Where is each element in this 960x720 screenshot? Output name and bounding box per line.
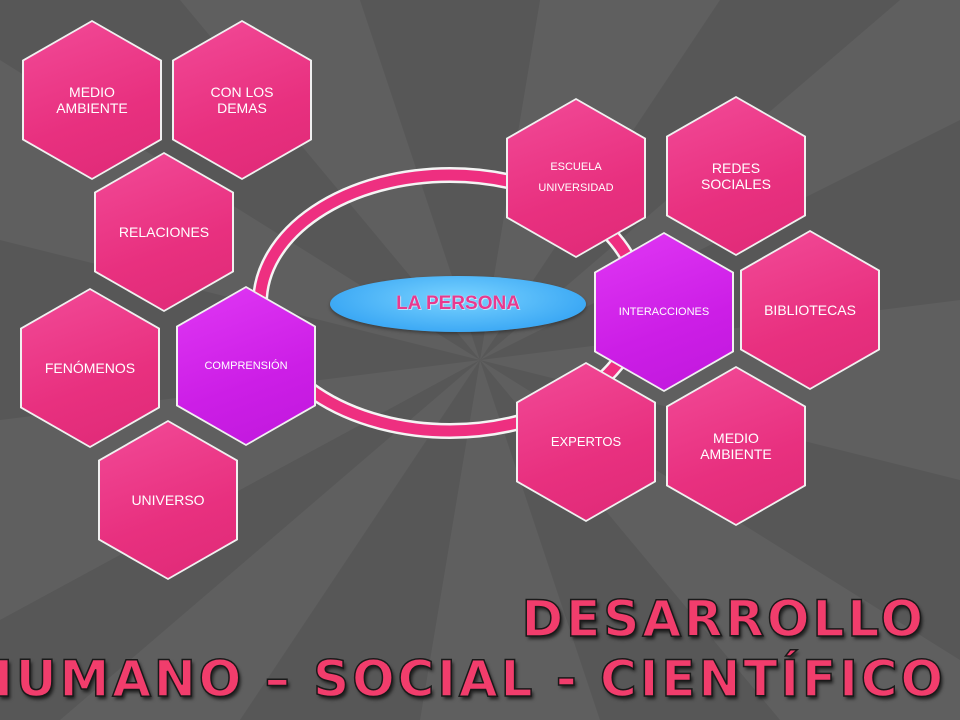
hex-universo: UNIVERSO	[98, 420, 238, 580]
hex-label-escuela: ESCUELA	[550, 161, 602, 174]
hex-label: EXPERTOS	[518, 364, 654, 520]
title-line-2: HUMANO – SOCIAL - CIENTÍFICO	[0, 649, 946, 709]
hex-label-universidad: UNIVERSIDAD	[538, 182, 614, 194]
hex-label: INTERACCIONES	[596, 234, 732, 390]
center-label: LA PERSONA	[396, 293, 520, 314]
hex-con-los-demas: CON LOS DEMAS	[172, 20, 312, 180]
hex-label: BIBLIOTECAS	[742, 232, 878, 388]
hex-label: MEDIO AMBIENTE	[24, 22, 160, 178]
hex-label: FENÓMENOS	[22, 290, 158, 446]
center-la-persona: LA PERSONA	[330, 276, 586, 332]
hex-label: REDES SOCIALES	[668, 98, 804, 254]
hex-label: MEDIO AMBIENTE	[668, 368, 804, 524]
title-line-1: DESARROLLO	[521, 589, 926, 649]
hex-label: ESCUELA UNIVERSIDAD	[508, 100, 644, 256]
